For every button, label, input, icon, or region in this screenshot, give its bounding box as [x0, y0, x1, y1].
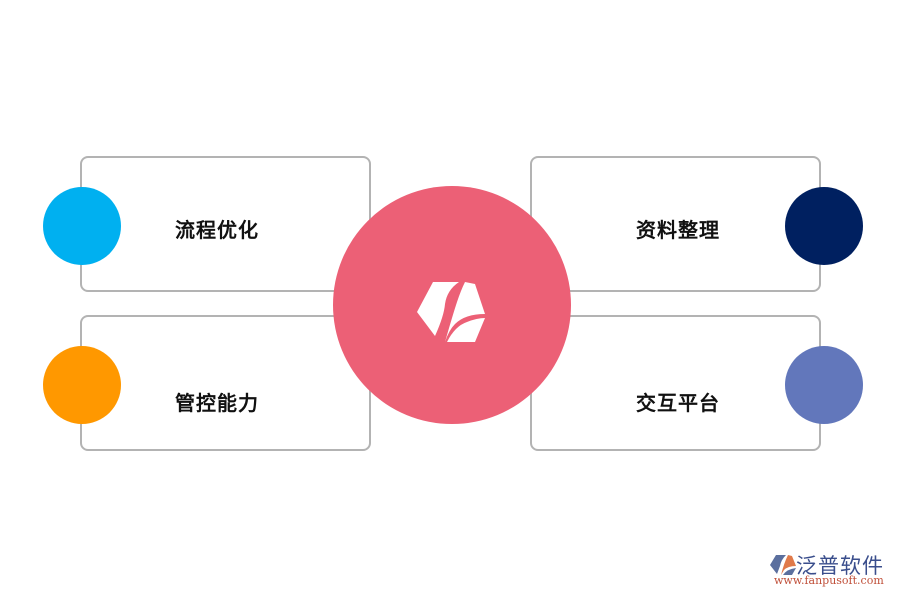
item-label: 流程优化: [175, 218, 259, 242]
hexagon-leaf-logo-icon: [417, 282, 485, 342]
orange-dot-icon: [43, 346, 121, 424]
item-label: 管控能力: [175, 391, 259, 415]
item-label: 资料整理: [636, 218, 720, 242]
item-box-process-optimization: 流程优化: [80, 156, 371, 292]
item-box-control-capability: 管控能力: [80, 315, 371, 451]
fanpu-logo-icon: [770, 555, 796, 575]
watermark-url: www.fanpusoft.com: [774, 574, 884, 587]
periwinkle-dot-icon: [785, 346, 863, 424]
item-label: 交互平台: [636, 391, 720, 415]
blue-dot-icon: [43, 187, 121, 265]
center-hub: [333, 186, 571, 424]
fanpusoft-watermark: 泛普软件 www.fanpusoft.com: [768, 552, 893, 588]
item-box-data-organization: 资料整理: [530, 156, 821, 292]
navy-dot-icon: [785, 187, 863, 265]
item-box-interaction-platform: 交互平台: [530, 315, 821, 451]
watermark-name: 泛普软件: [796, 554, 884, 578]
